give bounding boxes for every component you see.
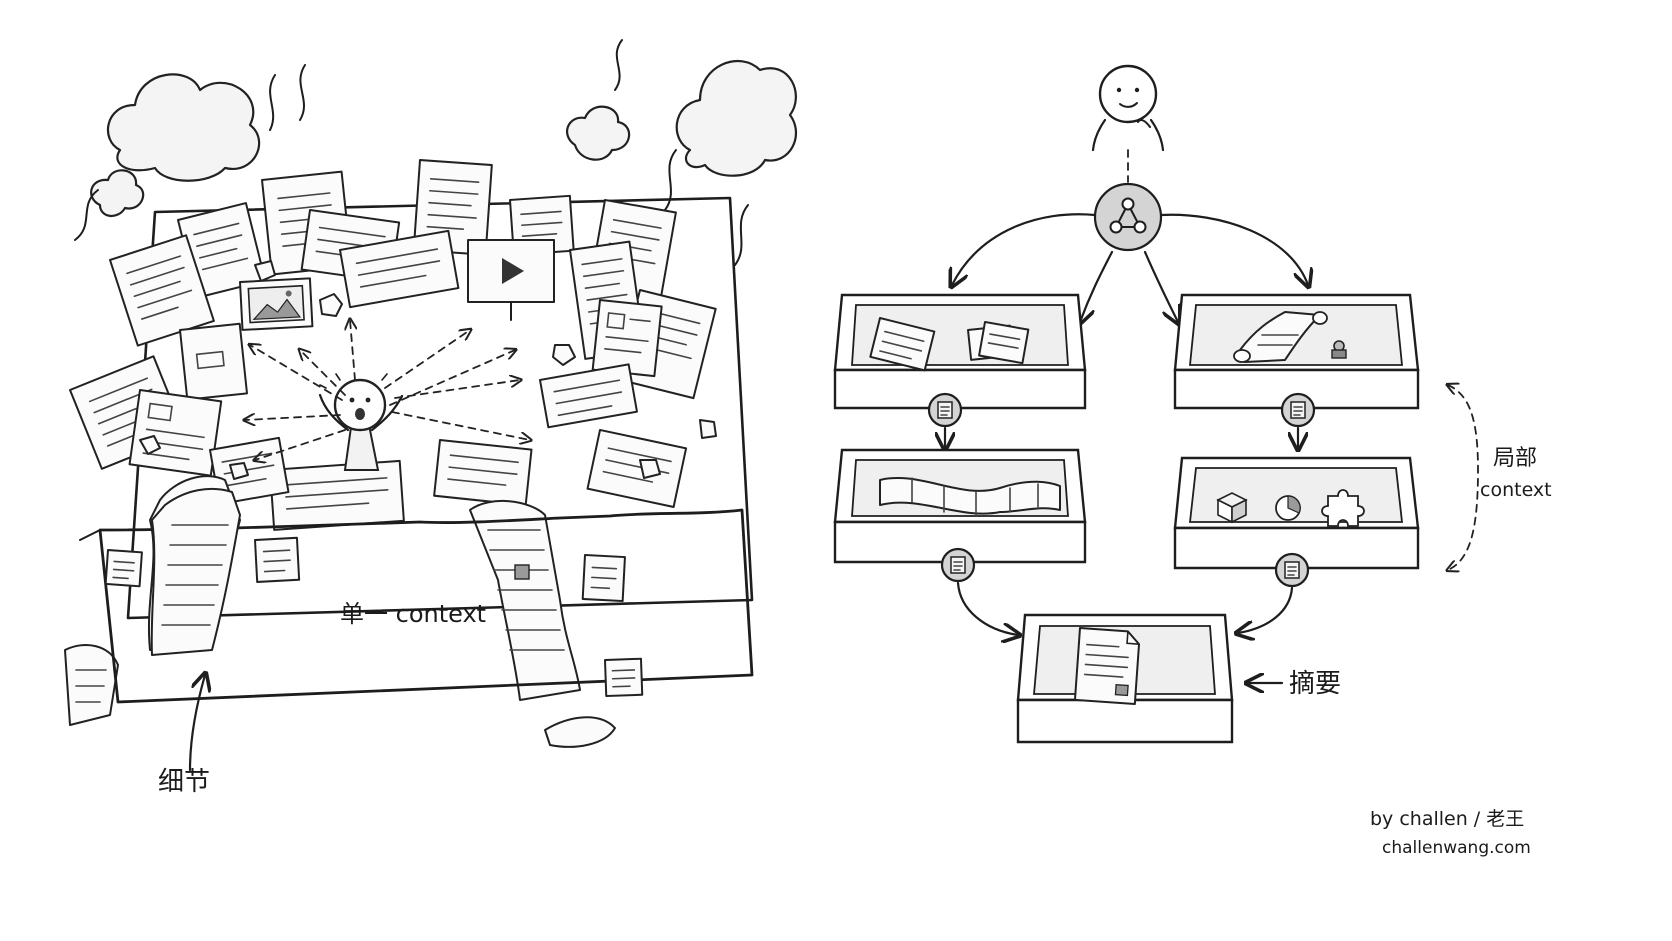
summary-badge-right-1 [1280, 392, 1316, 428]
local-context-panel: 局部 context 摘要 [833, 64, 1552, 744]
puzzle-icon [1321, 489, 1365, 527]
scatter-arrows [245, 320, 530, 460]
context-tray-documents [833, 293, 1087, 410]
image-icon [239, 277, 314, 331]
local-context-label-1: 局部 [1493, 446, 1537, 471]
document-icon [1073, 627, 1141, 706]
paper-pile [69, 159, 717, 531]
smoke-clouds [74, 39, 798, 266]
context-tray-film [833, 448, 1087, 564]
summary-badge-left-2 [940, 547, 976, 583]
context-tray-scroll [1173, 293, 1420, 410]
share-network-icon [1109, 197, 1147, 234]
summary-badge-right-2 [1274, 552, 1310, 588]
summary-badge-left-1 [927, 392, 963, 428]
play-icon [467, 239, 555, 321]
credit-byline: by challen / 老王 [1370, 808, 1524, 830]
single-context-panel: 单一 context 细节 [64, 39, 798, 797]
orchestrator-badge [1093, 182, 1163, 252]
summary-label: 摘要 [1289, 669, 1341, 699]
local-context-label-2: context [1480, 479, 1552, 501]
overwhelmed-figure [318, 373, 404, 471]
thinking-figure [1091, 64, 1165, 183]
cube-icon [1216, 492, 1248, 524]
sticky-notes [104, 536, 644, 697]
pie-icon [1275, 495, 1301, 521]
credit-site: challenwang.com [1382, 838, 1531, 858]
detail-arrow [188, 675, 205, 772]
summary-tray [1016, 613, 1234, 744]
context-tray-objects [1173, 456, 1420, 570]
single-context-label: 单一 context [340, 600, 486, 628]
detail-label: 细节 [158, 767, 210, 797]
